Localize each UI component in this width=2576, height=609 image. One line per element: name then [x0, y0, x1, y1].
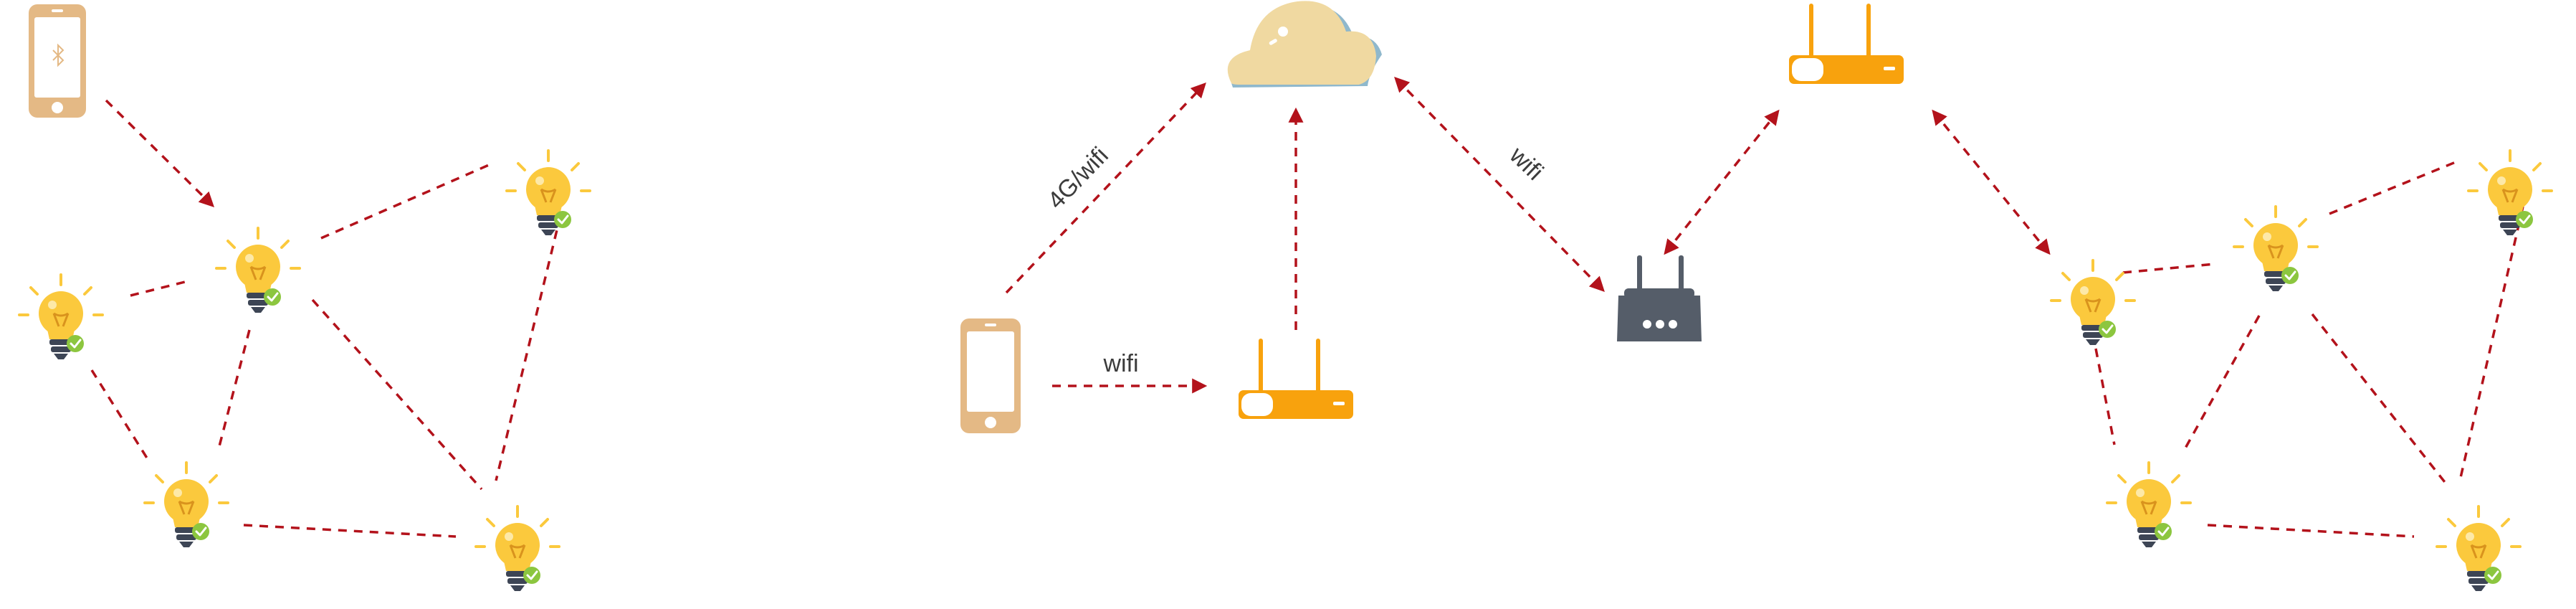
light-bulb-icon	[2467, 149, 2553, 237]
cloud-icon	[1227, 1, 1382, 88]
right-mesh-links	[2094, 161, 2524, 538]
light-bulb-icon	[2233, 205, 2319, 293]
phone-cloud-link	[1005, 82, 1206, 294]
light-bulb-icon	[474, 505, 560, 593]
light-bulb-icon	[2050, 259, 2136, 346]
mesh-link	[2329, 161, 2456, 215]
mesh-link	[243, 524, 457, 538]
wifi-router-icon	[1789, 4, 1904, 84]
phone-to-router-label: wifi	[1102, 350, 1138, 377]
mesh-link	[2458, 206, 2524, 481]
light-bulb-icon	[143, 461, 229, 549]
mesh-link	[2182, 315, 2261, 453]
cloud-to-gateway-label: wifi	[1504, 141, 1548, 186]
mesh-link	[495, 214, 562, 481]
mesh-link	[320, 164, 490, 240]
phone-to-cloud-label: 4G/wifi	[1042, 142, 1114, 214]
cloud-gateway-link	[1394, 76, 1605, 293]
mesh-link	[218, 329, 251, 447]
light-bulb-icon	[2436, 505, 2522, 593]
mesh-link	[2207, 524, 2415, 538]
light-bulb-icon	[215, 227, 301, 314]
wifi-router-icon	[1239, 339, 1353, 419]
light-bulb-icon	[505, 149, 591, 237]
mesh-link	[2094, 348, 2116, 445]
bluetooth-icon	[52, 43, 65, 67]
network-links	[1005, 76, 2051, 394]
router-mesh-link	[1932, 109, 2051, 255]
mesh-link	[90, 369, 149, 460]
smartphone-icon	[960, 318, 1021, 433]
bluetooth-phone	[29, 4, 86, 118]
mesh-link	[311, 298, 483, 491]
left-mesh-links	[90, 99, 562, 538]
mesh-link	[130, 280, 189, 297]
gateway-icon	[1617, 255, 1702, 341]
mesh-link	[2311, 313, 2448, 486]
gateway-router-link	[1664, 109, 1780, 255]
bluetooth-link	[105, 99, 214, 207]
light-bulb-icon	[2106, 461, 2192, 549]
light-bulb-icon	[18, 273, 104, 361]
mesh-link	[2122, 263, 2215, 274]
